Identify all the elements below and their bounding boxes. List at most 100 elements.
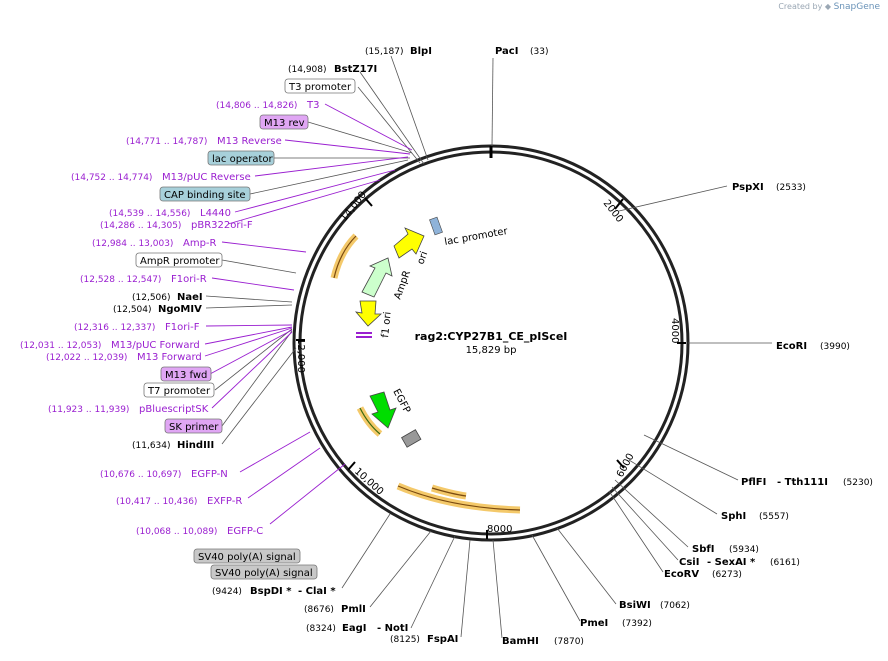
boxed-cap-binding-site-text: CAP binding site [164, 190, 246, 201]
enzyme-eagi-name: EagI [342, 623, 366, 634]
enzyme-fspai-pos: (8125) [390, 635, 420, 645]
primer-egfp-c-pos: (10,068 .. 10,089) [136, 527, 217, 537]
enzyme-naei-name: NaeI [177, 292, 203, 303]
lac-promoter-label: lac promoter [444, 226, 510, 248]
primer-ampr-name: Amp-R [183, 238, 217, 249]
enzyme-ngomiv-pos: (12,504) [113, 305, 152, 315]
primer-f1ori-f-name: F1ori-F [165, 322, 200, 333]
primer-pbr322ori-pos: (14,286 .. 14,305) [100, 221, 181, 231]
enzyme-bamhi-pos: (7870) [554, 637, 584, 647]
primer-f1ori-r-pos: (12,528 .. 12,547) [80, 275, 161, 285]
boxed-sk-primer[interactable]: SK primer [164, 418, 223, 434]
enzyme-tth111i-name: - Tth111I [777, 477, 828, 488]
enzyme-ecorv-pos: (6273) [712, 570, 742, 580]
tick-2000 [614, 198, 624, 210]
tick-label-4000: 4000 [669, 318, 680, 343]
primer-m13-forward-pos: (12,022 .. 12,039) [46, 353, 127, 363]
enzyme-blpi-pos: (15,187) [365, 47, 404, 57]
tick-10000 [347, 461, 356, 471]
boxed-lac-operator[interactable]: lac operator [207, 150, 275, 166]
enzyme-bamhi-name: BamHI [502, 636, 539, 647]
enzyme-pmli-name: PmlI [341, 604, 366, 615]
enzyme-bspdi-name: BspDI * [250, 586, 292, 597]
boxed-sv40-polya-1-text: SV40 poly(A) signal [198, 552, 296, 563]
tick-6000 [616, 459, 625, 469]
tick-label-6000: 6000 [615, 452, 637, 480]
enzyme-hindiii-pos: (11,634) [132, 441, 171, 451]
orf-arc-egfp [356, 406, 383, 437]
enzyme-sexai-name: - SexAI * [707, 557, 756, 568]
enzyme-sbfi-pos: (5934) [729, 545, 759, 555]
primer-m13puc-reverse-name: M13/pUC Reverse [162, 172, 251, 183]
boxed-sv40-polya-2[interactable]: SV40 poly(A) signal [210, 564, 318, 580]
boxed-ampr-promoter[interactable]: AmpR promoter [135, 252, 223, 268]
primer-m13puc-forward-pos: (12,031 .. 12,053) [20, 341, 101, 351]
boxed-m13-rev[interactable]: M13 rev [259, 114, 309, 130]
enzyme-sbfi-name: SbfI [692, 544, 714, 555]
boxed-lac-operator-text: lac operator [212, 154, 273, 165]
primer-pbluescriptsk-name: pBluescriptSK [139, 404, 209, 415]
enzyme-hindiii-name: HindIII [177, 440, 214, 451]
enzyme-sphi-name: SphI [721, 511, 746, 522]
ampr-arrow [361, 257, 393, 298]
primer-t3-name: T3 [306, 100, 319, 111]
enzyme-pmei-pos: (7392) [622, 619, 652, 629]
primer-pbr322ori-name: pBR322ori-F [191, 220, 253, 231]
boxed-m13-fwd[interactable]: M13 fwd [160, 366, 212, 382]
enzyme-noti-name: - NotI [377, 623, 408, 634]
primer-egfp-c-name: EGFP-C [227, 526, 263, 537]
primer-m13puc-forward-name: M13/pUC Forward [111, 340, 200, 351]
enzyme-paci-pos: (33) [530, 47, 548, 57]
boxed-sv40-polya-2-text: SV40 poly(A) signal [215, 568, 313, 579]
enzyme-ngomiv-name: NgoMIV [158, 304, 202, 315]
boxed-cap-binding-site[interactable]: CAP binding site [159, 186, 251, 202]
boxed-t3-promoter[interactable]: T3 promoter [284, 78, 356, 94]
plasmid-length: 15,829 bp [466, 345, 517, 356]
enzyme-pspxi-pos: (2533) [776, 183, 806, 193]
enzyme-clai-name: - ClaI * [298, 586, 336, 597]
tick-14000 [364, 197, 373, 207]
enzyme-eagi-pos: (8324) [306, 624, 336, 634]
enzyme-ecori-name: EcoRI [776, 341, 807, 352]
enzyme-csii-name: CsiI [679, 557, 699, 568]
primer-f1ori-f-pos: (12,316 .. 12,337) [74, 323, 155, 333]
boxed-ampr-promoter-text: AmpR promoter [140, 256, 220, 267]
enzyme-pspxi-name: PspXI [732, 182, 764, 193]
primer-exfp-r-name: EXFP-R [207, 496, 242, 507]
boxed-t3-promoter-text: T3 promoter [288, 82, 352, 93]
enzyme-bstz17i-name: BstZ17I [334, 64, 377, 75]
sv40-polya-mark [401, 429, 422, 448]
tick-label-8000: 8000 [487, 524, 512, 535]
primer-pbluescriptsk-pos: (11,923 .. 11,939) [48, 405, 129, 415]
boxed-t7-promoter-text: T7 promoter [147, 386, 211, 397]
enzyme-pflfi-pos: (5230) [843, 478, 873, 488]
orf-arc-left [330, 233, 359, 279]
plasmid-name: rag2:CYP27B1_CE_pISceI [415, 330, 568, 343]
primer-f1ori-r-name: F1ori-R [171, 274, 207, 285]
primer-l4440-pos: (14,539 .. 14,556) [109, 209, 190, 219]
primer-ampr-pos: (12,984 .. 13,003) [92, 239, 173, 249]
leader-lines-left [205, 86, 421, 445]
primer-exfp-r-pos: (10,417 .. 10,436) [116, 497, 197, 507]
enzyme-pflfi-name: PflFI [741, 477, 766, 488]
boxed-sk-primer-text: SK primer [169, 422, 219, 433]
enzyme-fspai-name: FspAI [427, 634, 458, 645]
enzyme-bsiwi-name: BsiWI [619, 600, 651, 611]
credit-brand: SnapGene [833, 2, 880, 12]
boxed-sv40-polya-1[interactable]: SV40 poly(A) signal [193, 548, 301, 564]
boxed-t7-promoter[interactable]: T7 promoter [143, 382, 215, 398]
tick-label-10000: 10,000 [352, 466, 385, 498]
enzyme-paci-name: PacI [495, 46, 518, 57]
primer-t3-pos: (14,806 .. 14,826) [216, 101, 297, 111]
primer-m13-forward-name: M13 Forward [137, 352, 202, 363]
lac-promoter-mark [429, 216, 443, 236]
enzyme-pmei-name: PmeI [580, 618, 608, 629]
boxed-m13-rev-text: M13 rev [264, 118, 305, 129]
credit-prefix: Created by [778, 2, 823, 11]
orf-arc-left-core [333, 235, 357, 279]
egfp-arrow [369, 391, 397, 429]
enzyme-naei-pos: (12,506) [132, 293, 171, 303]
enzyme-ecorv-name: EcoRV [664, 569, 699, 580]
orf-arc-bottom-1-core [431, 487, 467, 497]
snapgene-credit: Created by ◆ SnapGene [778, 2, 880, 12]
